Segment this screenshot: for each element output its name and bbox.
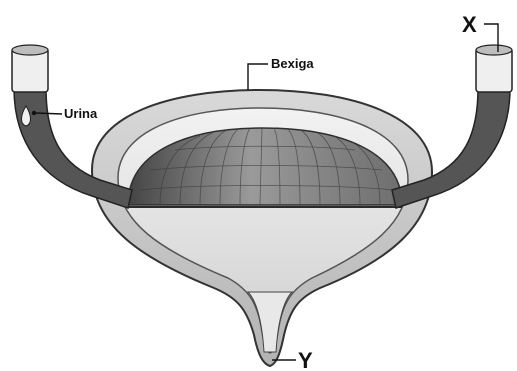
urina-leader	[36, 113, 62, 114]
right-ureter-opening	[476, 45, 512, 55]
urina-label: Urina	[64, 106, 98, 121]
bexiga-leader	[248, 64, 268, 90]
x-label: X	[462, 12, 477, 37]
bexiga-label: Bexiga	[271, 56, 314, 71]
y-label: Y	[298, 348, 313, 371]
left-ureter-opening	[12, 45, 48, 55]
urine-droplet-dot	[32, 111, 36, 115]
